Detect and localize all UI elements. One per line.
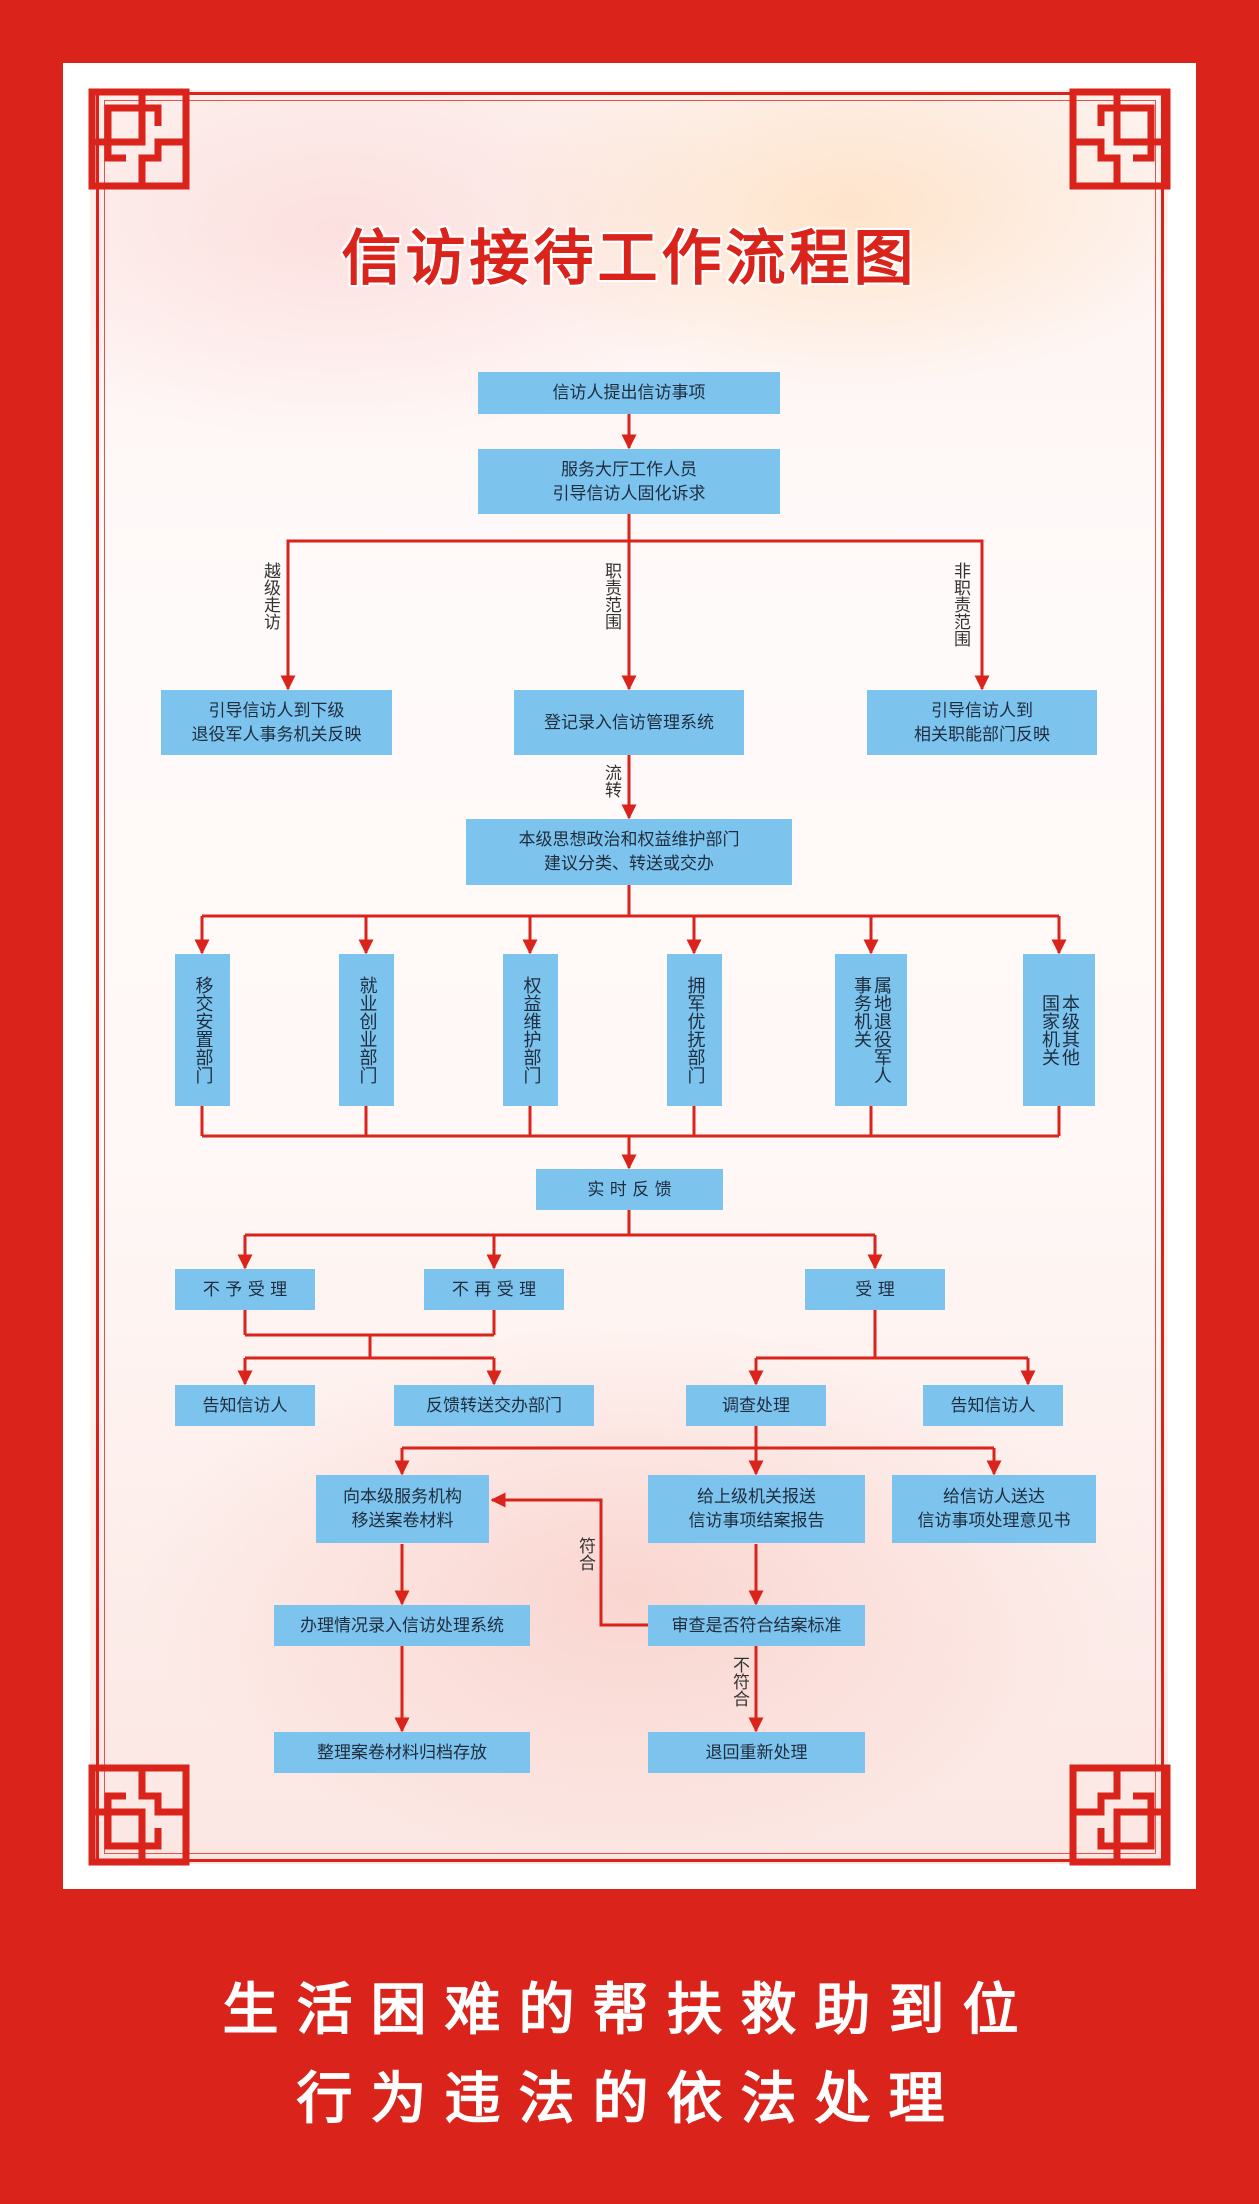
node-not-accept: 不 予 受 理	[175, 1269, 315, 1310]
node-dept-local: 属地退役军人 事务机关	[835, 954, 907, 1106]
slogan-line-1: 生活困难的帮扶救助到位	[222, 1977, 1037, 2043]
corner-ornament-top-right	[1069, 88, 1171, 190]
node-feedback: 实 时 反 馈	[536, 1169, 723, 1210]
edge-label-non-duty: 非职责范围	[950, 562, 970, 647]
node-hall: 服务大厅工作人员 引导信访人固化诉求	[478, 449, 780, 514]
node-guide-lower: 引导信访人到下级 退役军人事务机关反映	[161, 690, 392, 755]
node-record: 办理情况录入信访处理系统	[274, 1605, 530, 1646]
edge-label-flow: 流转	[601, 764, 621, 798]
red-frame-inner	[104, 100, 1156, 1854]
node-dept-other: 本级其他 国家机关	[1023, 954, 1095, 1106]
node-dept: 本级思想政治和权益维护部门 建议分类、转送或交办	[466, 819, 792, 885]
node-dept-resettlement: 移交安置部门	[175, 954, 230, 1106]
node-dept-rights: 权益维护部门	[503, 954, 558, 1106]
node-archive: 整理案卷材料归档存放	[274, 1732, 530, 1773]
node-register: 登记录入信访管理系统	[514, 690, 744, 755]
node-start: 信访人提出信访事项	[478, 372, 780, 414]
node-accept: 受 理	[805, 1269, 945, 1310]
node-forward: 反馈转送交办部门	[394, 1385, 594, 1426]
corner-ornament-top-left	[88, 88, 190, 190]
node-notify-1: 告知信访人	[175, 1385, 315, 1426]
node-report: 给上级机关报送 信访事项结案报告	[648, 1475, 865, 1543]
edge-non-duty	[629, 539, 990, 691]
edge-label-not-comply: 不符合	[729, 1656, 749, 1707]
edge-label-over: 越级走访	[260, 562, 280, 630]
node-not-again: 不 再 受 理	[424, 1269, 564, 1310]
node-deliver: 给信访人送达 信访事项处理意见书	[892, 1475, 1096, 1543]
node-investigate: 调查处理	[686, 1385, 826, 1426]
red-frame	[96, 92, 1164, 1862]
node-transfer: 向本级服务机构 移送案卷材料	[316, 1475, 489, 1543]
edge-label-comply: 符合	[575, 1537, 595, 1571]
edge-comply	[490, 1492, 648, 1627]
corner-ornament-bottom-left	[88, 1764, 190, 1866]
page-title: 信访接待工作流程图	[341, 224, 918, 294]
node-guide-other: 引导信访人到 相关职能部门反映	[867, 690, 1097, 755]
node-dept-support: 拥军优抚部门	[667, 954, 722, 1106]
node-dept-employment: 就业创业部门	[339, 954, 394, 1106]
edge-over-level	[280, 539, 629, 691]
node-notify-2: 告知信访人	[923, 1385, 1063, 1426]
node-review: 审查是否符合结案标准	[648, 1605, 865, 1646]
corner-ornament-bottom-right	[1069, 1764, 1171, 1866]
edge-label-duty: 职责范围	[601, 562, 621, 630]
node-redo: 退回重新处理	[648, 1732, 865, 1773]
slogan-line-2: 行为违法的依法处理	[296, 2066, 963, 2132]
